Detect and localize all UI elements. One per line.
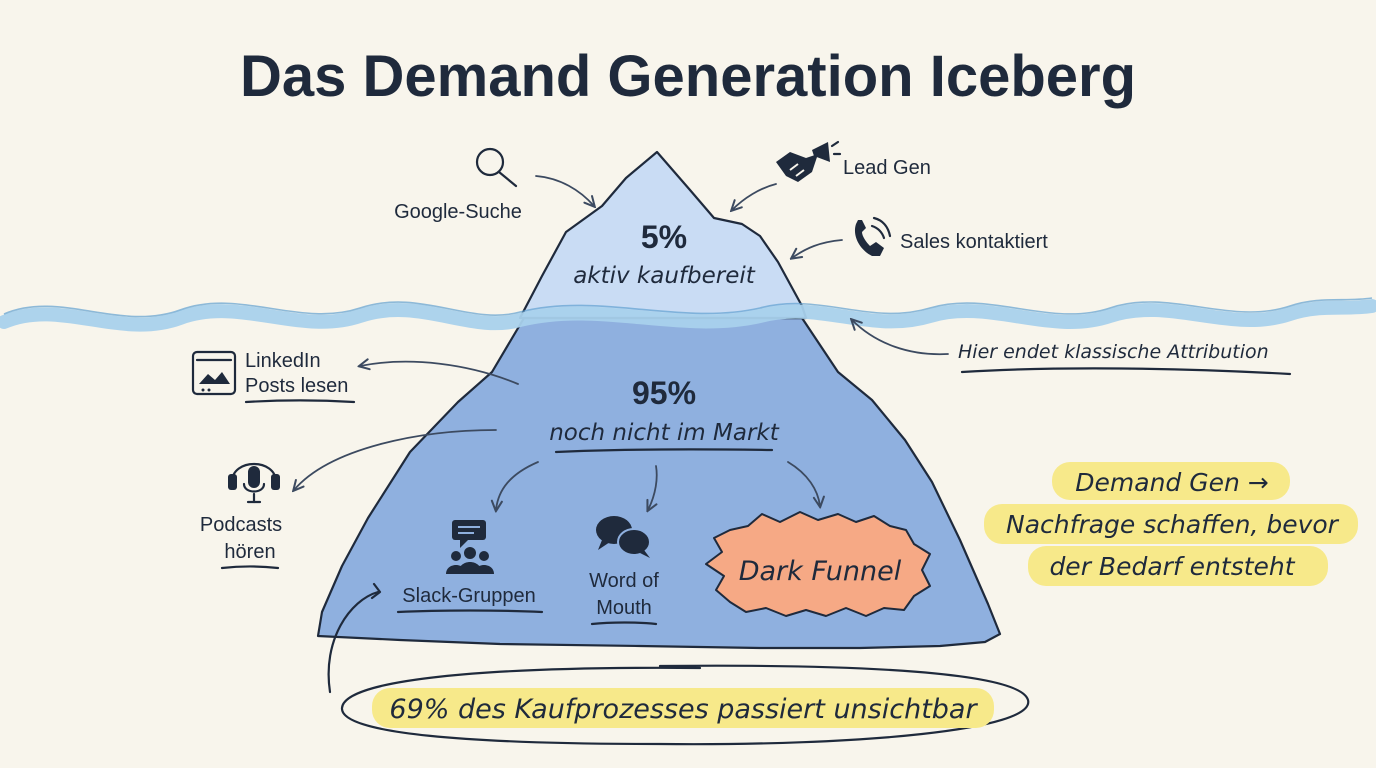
speech-bubbles-icon xyxy=(596,516,651,558)
google-search-label: Google-Suche xyxy=(394,201,522,223)
attribution-arrow xyxy=(852,320,949,356)
linkedin-underline xyxy=(244,399,356,404)
google-arrow xyxy=(535,175,594,206)
attribution-note: Hier endet klassische Attribution xyxy=(958,341,1269,363)
post-window-icon xyxy=(191,350,237,396)
body-caption-underline xyxy=(554,448,774,454)
lead-gen-label: Lead Gen xyxy=(843,157,931,179)
podcasts-arrow xyxy=(294,429,497,490)
bottom-highlight xyxy=(372,688,994,728)
sales-arrow xyxy=(792,239,843,258)
slack-arrow xyxy=(496,461,539,510)
linkedin-label-2: Posts lesen xyxy=(245,375,348,397)
wom-label-1: Word of xyxy=(589,570,659,592)
slack-underline xyxy=(396,609,544,614)
sales-label: Sales kontaktiert xyxy=(900,231,1048,253)
body-caption: noch nicht im Markt xyxy=(549,420,780,446)
definition-line-3: der Bedarf entsteht xyxy=(1049,552,1295,581)
bottom-loop xyxy=(327,582,382,694)
wom-label-2: Mouth xyxy=(596,597,652,619)
bottom-oval xyxy=(340,664,1030,746)
handshake-megaphone-icon xyxy=(776,140,842,182)
water-line-edge xyxy=(3,297,1373,318)
podcasts-label-1: Podcasts xyxy=(200,514,282,536)
phone-icon xyxy=(854,216,892,256)
body-percent: 95% xyxy=(632,375,696,411)
dark-funnel-burst xyxy=(705,511,931,617)
attribution-underline xyxy=(960,367,1292,376)
slack-label: Slack-Gruppen xyxy=(402,585,535,607)
magnifier-icon xyxy=(475,147,518,188)
dark-funnel-arrow xyxy=(787,461,820,506)
podcasts-underline xyxy=(220,565,280,570)
linkedin-label-1: LinkedIn xyxy=(245,350,321,372)
headset-icon xyxy=(228,462,280,504)
definition-line-1: Demand Gen → xyxy=(1075,468,1268,497)
water-line xyxy=(0,299,1376,332)
definition-note: Demand Gen → Nachfrage schaffen, bevor d… xyxy=(984,462,1358,586)
linkedin-arrow xyxy=(360,362,519,385)
wom-underline xyxy=(590,621,658,626)
group-chat-icon xyxy=(446,520,494,574)
tip-percent: 5% xyxy=(641,219,687,255)
iceberg-tip xyxy=(518,150,808,320)
dark-funnel-label: Dark Funnel xyxy=(739,556,902,587)
lead-gen-arrow xyxy=(732,183,777,210)
bottom-note: 69% des Kaufprozesses passiert unsichtba… xyxy=(389,694,978,725)
definition-line-2: Nachfrage schaffen, bevor xyxy=(1006,510,1340,539)
podcasts-label-2: hören xyxy=(224,541,275,563)
wom-arrow xyxy=(648,465,658,510)
tip-caption: aktiv kaufbereit xyxy=(573,263,756,289)
page-title: Das Demand Generation Iceberg xyxy=(240,44,1136,109)
